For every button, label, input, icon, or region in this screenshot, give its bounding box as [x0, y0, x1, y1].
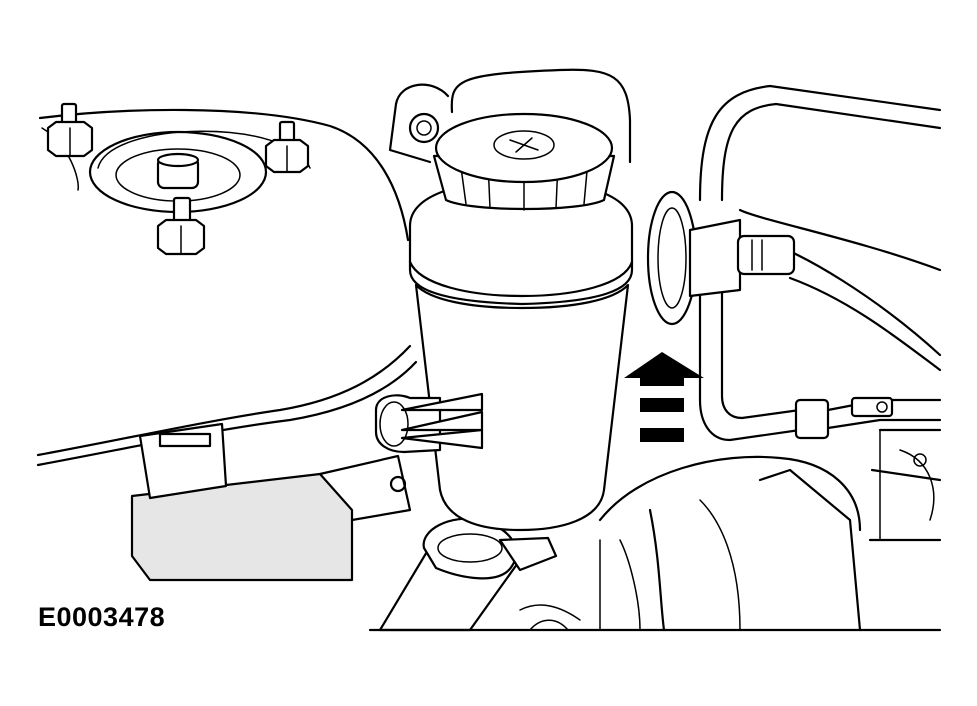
mounting-bracket	[130, 422, 412, 582]
arrow-up-icon	[624, 352, 704, 442]
coolant-hoses	[698, 84, 942, 542]
background-components	[388, 68, 632, 164]
figure-id-label: E0003478	[38, 602, 166, 632]
strut-center-nut	[156, 152, 200, 190]
strut-mount-nut-top-left	[46, 102, 94, 158]
reservoir-cap	[432, 112, 616, 211]
double-arrow-left-icon	[400, 392, 484, 450]
engine-components-lower	[519, 429, 941, 632]
lower-hose	[378, 517, 558, 632]
upper-hose-connector	[646, 190, 796, 326]
strut-mount-nut-front	[156, 196, 206, 256]
strut-mount-nut-top-right	[264, 120, 310, 174]
coolant-reservoir	[408, 178, 634, 532]
strut-tower	[36, 108, 418, 467]
